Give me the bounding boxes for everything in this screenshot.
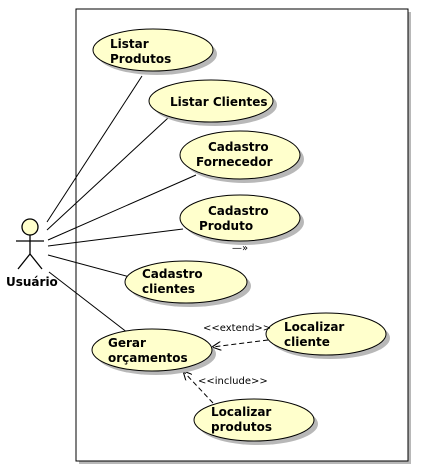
- actor-label: Usuário: [6, 275, 58, 289]
- use-case-label-line: Produtos: [110, 52, 171, 66]
- associations: [46, 75, 197, 334]
- use-case-label-line: Produto: [199, 219, 253, 233]
- use-case-gerar-orcamentos[interactable]: Gerar orçamentos: [91, 328, 216, 375]
- use-case-label-line: Listar: [110, 37, 149, 51]
- use-case-label-line: Localizar: [211, 405, 271, 419]
- use-case-label-line: cliente: [284, 335, 330, 349]
- include-stereotype-label: <<include>>: [198, 376, 268, 387]
- use-case-cadastro-produto[interactable]: Cadastro Produto: [179, 194, 304, 245]
- use-case-label-line: Cadastro: [208, 204, 269, 218]
- association-listar-produtos: [46, 75, 143, 223]
- use-case-label-line: Localizar: [284, 320, 344, 334]
- stray-arrow-glyph: —»: [232, 243, 248, 254]
- use-case-label-line: produtos: [211, 420, 272, 434]
- use-case-localizar-cliente[interactable]: Localizar cliente: [265, 312, 390, 359]
- use-case-label-line: Gerar: [108, 336, 146, 350]
- use-case-label-line: Cadastro: [142, 267, 203, 281]
- use-case-label-line: clientes: [142, 282, 195, 296]
- extend-dependency: [212, 339, 269, 347]
- use-case-label-line: Listar Clientes: [170, 95, 268, 109]
- use-case-cadastro-clientes[interactable]: Cadastro clientes: [124, 260, 251, 307]
- use-case-cadastro-fornecedor[interactable]: Cadastro Fornecedor: [179, 130, 304, 183]
- association-listar-clientes: [46, 117, 169, 231]
- use-case-listar-produtos[interactable]: Listar Produtos: [92, 28, 217, 75]
- use-case-localizar-produtos[interactable]: Localizar produtos: [193, 398, 318, 445]
- include-dependency: [183, 371, 214, 404]
- extend-stereotype-label: <<extend>>: [203, 323, 271, 334]
- use-case-label-line: orçamentos: [108, 351, 188, 365]
- association-cadastro-fornecedor: [47, 174, 197, 241]
- association-gerar-orcamentos: [48, 271, 129, 334]
- stick-figure-icon: [16, 218, 44, 270]
- actor-usuario[interactable]: Usuário: [6, 218, 58, 289]
- association-cadastro-clientes: [47, 254, 131, 278]
- use-case-label-line: Cadastro: [208, 140, 269, 154]
- use-case-label-line: Fornecedor: [196, 155, 273, 169]
- use-case-listar-clientes[interactable]: Listar Clientes: [148, 79, 277, 126]
- association-cadastro-produto: [47, 228, 184, 247]
